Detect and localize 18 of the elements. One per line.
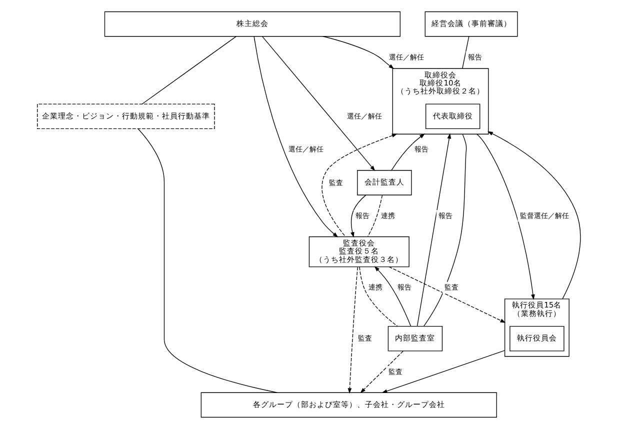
- arrow: [262, 36, 375, 171]
- arrow: [476, 133, 534, 300]
- connector: [137, 128, 278, 392]
- arrow: [388, 266, 506, 322]
- arrow: [390, 133, 424, 170]
- arrow: [253, 36, 338, 237]
- arrow: [350, 194, 366, 238]
- arrow: [416, 132, 451, 326]
- connector: [462, 36, 469, 68]
- arrow: [381, 350, 505, 392]
- connector: [358, 266, 398, 326]
- connector: [141, 36, 236, 104]
- arrow: [347, 266, 358, 394]
- arrow: [322, 36, 394, 69]
- arrow: [486, 130, 580, 299]
- arrow: [374, 266, 411, 326]
- connector: [367, 194, 382, 236]
- connector: [422, 133, 466, 326]
